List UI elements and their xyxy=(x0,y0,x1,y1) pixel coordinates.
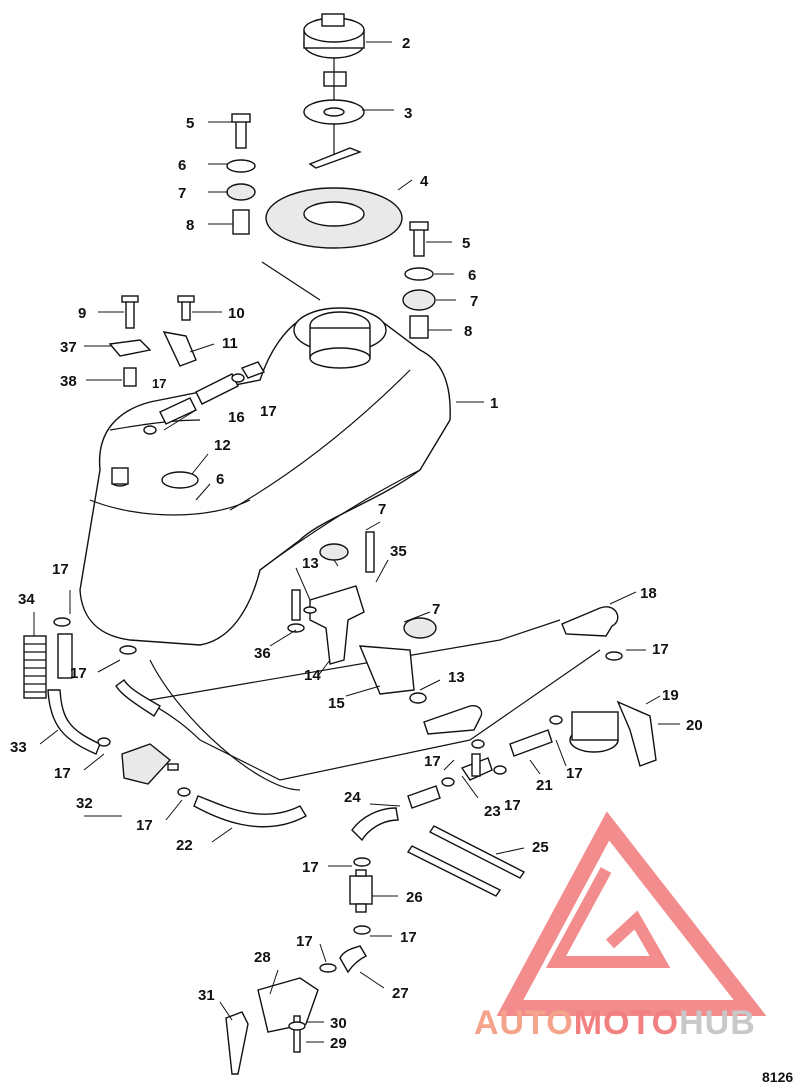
callout-numbers: 2 3 4 5 6 7 8 5 6 7 8 9 10 11 37 38 17 1… xyxy=(10,35,703,1052)
callout-7: 7 xyxy=(470,293,478,310)
fuel-filter xyxy=(121,743,179,785)
watermark-logo xyxy=(496,811,767,1016)
cap-gasket xyxy=(303,99,365,169)
callout-17: 17 xyxy=(136,817,153,834)
callout-6: 6 xyxy=(178,157,186,174)
callout-17: 17 xyxy=(424,753,441,770)
callout-8: 8 xyxy=(186,217,194,234)
bracket-hardware xyxy=(108,295,197,387)
callout-17: 17 xyxy=(54,765,71,782)
callout-35: 35 xyxy=(390,543,407,560)
hose-clamps xyxy=(53,373,623,973)
callout-28: 28 xyxy=(254,949,271,966)
watermark-hub: HUB xyxy=(679,1004,756,1042)
callout-17: 17 xyxy=(504,797,521,814)
hoses xyxy=(47,361,619,974)
callout-14: 14 xyxy=(304,667,321,684)
watermark-auto: AUTO xyxy=(474,1004,574,1042)
callout-17: 17 xyxy=(400,929,417,946)
callout-30: 30 xyxy=(330,1015,347,1032)
fuel-pump xyxy=(225,977,319,1075)
cable-ties xyxy=(406,825,526,897)
callout-17: 17 xyxy=(566,765,583,782)
callout-4: 4 xyxy=(420,173,429,190)
callout-29: 29 xyxy=(330,1035,347,1052)
callout-22: 22 xyxy=(176,837,193,854)
watermark-triangle-outer xyxy=(496,811,767,1016)
callout-34: 34 xyxy=(18,591,35,608)
watermark-text: AUTOMOTOHUB xyxy=(474,1004,756,1042)
hardware-stack-left xyxy=(226,113,256,235)
water-separator xyxy=(569,700,657,767)
callout-16: 16 xyxy=(228,409,245,426)
callout-11: 11 xyxy=(222,335,238,352)
callout-8: 8 xyxy=(464,323,472,340)
callout-26: 26 xyxy=(406,889,423,906)
tee-fitting xyxy=(460,753,493,781)
callout-7: 7 xyxy=(378,501,386,518)
callout-17: 17 xyxy=(152,376,166,391)
callout-2: 2 xyxy=(402,35,410,52)
filler-cap xyxy=(303,13,365,160)
callout-17: 17 xyxy=(652,641,669,658)
hardware-stack-right xyxy=(402,221,436,339)
callout-37: 37 xyxy=(60,339,77,356)
callout-36: 36 xyxy=(254,645,271,662)
callout-13: 13 xyxy=(302,555,319,572)
callout-20: 20 xyxy=(686,717,703,734)
inline-filter xyxy=(349,869,373,913)
spring xyxy=(23,635,47,699)
callout-27: 27 xyxy=(392,985,409,1002)
callout-10: 10 xyxy=(228,305,245,322)
callout-5: 5 xyxy=(186,115,194,132)
callout-12: 12 xyxy=(214,437,231,454)
callout-15: 15 xyxy=(328,695,345,712)
callout-17: 17 xyxy=(52,561,69,578)
callout-18: 18 xyxy=(640,585,657,602)
callout-32: 32 xyxy=(76,795,93,812)
callout-24: 24 xyxy=(344,789,361,806)
watermark-triangle-inner xyxy=(545,867,671,968)
callout-9: 9 xyxy=(78,305,86,322)
leader-lines xyxy=(33,41,680,1043)
callout-17: 17 xyxy=(70,665,87,682)
callout-33: 33 xyxy=(10,739,27,756)
callout-31: 31 xyxy=(198,987,215,1004)
callout-1: 1 xyxy=(490,395,498,412)
tank-pad xyxy=(265,187,403,249)
callout-6: 6 xyxy=(216,471,224,488)
callout-25: 25 xyxy=(532,839,549,856)
callout-19: 19 xyxy=(662,687,679,704)
watermark-moto: MOTO xyxy=(574,1004,679,1042)
callout-13: 13 xyxy=(448,669,465,686)
callout-7: 7 xyxy=(178,185,186,202)
callout-38: 38 xyxy=(60,373,77,390)
callout-17: 17 xyxy=(302,859,319,876)
fuel-tank xyxy=(79,307,451,646)
diagram-id: 8126 xyxy=(762,1069,793,1085)
callout-6: 6 xyxy=(468,267,476,284)
callout-7: 7 xyxy=(432,601,440,618)
callout-17: 17 xyxy=(296,933,313,950)
callout-3: 3 xyxy=(404,105,412,122)
callout-5: 5 xyxy=(462,235,470,252)
callout-17: 17 xyxy=(260,403,277,420)
callout-21: 21 xyxy=(536,777,553,794)
mount-brackets xyxy=(287,531,437,704)
callout-23: 23 xyxy=(484,803,501,820)
